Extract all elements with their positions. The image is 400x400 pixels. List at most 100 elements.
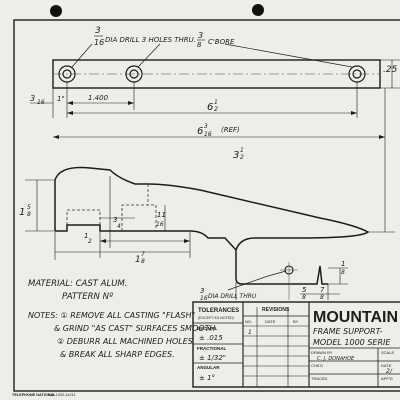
svg-text:16: 16 [200, 295, 208, 302]
svg-text:(REF): (REF) [221, 126, 240, 134]
model-name: MODEL 1000 SERIE [313, 338, 391, 347]
svg-text:7: 7 [320, 286, 325, 294]
side-view-base [55, 224, 237, 251]
callout-den: 16 [94, 38, 104, 47]
dim-notch: 3 4 [113, 216, 121, 230]
hole-1 [62, 69, 72, 79]
part-name: FRAME SUPPORT- [313, 327, 382, 336]
svg-text:1: 1 [19, 207, 25, 218]
svg-text:NO. 1000-4x211: NO. 1000-4x211 [48, 393, 76, 397]
svg-text:3: 3 [200, 287, 204, 295]
svg-text:TOLERANCES: TOLERANCES [198, 308, 239, 314]
svg-text:TRACED: TRACED [311, 376, 328, 381]
svg-text:(EXCEPT AS NOTED): (EXCEPT AS NOTED) [198, 316, 234, 320]
svg-text:1: 1 [341, 260, 345, 268]
svg-text:8: 8 [320, 294, 324, 301]
binder-hole-right [252, 4, 264, 16]
hole-callout: 3 16 DIA DRILL 3 HOLES THRU. 3 8 C'BORE [94, 26, 235, 49]
svg-text:3: 3 [30, 94, 35, 103]
title-block [192, 301, 400, 388]
callout-cbore: C'BORE [208, 38, 235, 46]
svg-text:2: 2 [88, 238, 92, 245]
svg-text:BY: BY [293, 319, 299, 324]
svg-text:1: 1 [135, 255, 141, 265]
svg-text:11: 11 [157, 211, 166, 219]
note-line-1: NOTES: ① REMOVE ALL CASTING "FLASH" [28, 311, 195, 320]
top-view [52, 43, 400, 118]
callout-num: 3 [95, 26, 101, 36]
svg-text:16: 16 [156, 221, 164, 228]
note-line-3: ② DEBURR ALL MACHINED HOLES [57, 337, 193, 346]
dim-left-height: 1 5 8 [19, 204, 31, 218]
side-view-profile [54, 166, 370, 285]
hole-2 [129, 69, 139, 79]
svg-text:3: 3 [113, 216, 117, 224]
svg-text:2/: 2/ [386, 368, 393, 375]
tolerances-block: TOLERANCES (EXCEPT AS NOTED) DECIMAL ± .… [197, 308, 239, 382]
sheet-border [13, 19, 400, 392]
svg-text:TELEPHONE NATIONAL: TELEPHONE NATIONAL [12, 393, 56, 397]
dim-left-offset: 3 16 [30, 94, 45, 106]
dim-six-half: 6 1 2 [207, 99, 218, 113]
title-block-text: MOUNTAIN FRAME SUPPORT- MODEL 1000 SERIE… [311, 309, 398, 381]
dim-half-depth: 1 2 [84, 232, 92, 245]
dim-rise: 11 16 [156, 211, 166, 228]
hidden-hole-1 [66, 209, 101, 225]
svg-text:NO.: NO. [245, 319, 252, 324]
brand-name: MOUNTAIN [313, 309, 398, 326]
svg-text:± .015: ± .015 [199, 334, 223, 342]
notes: MATERIAL: CAST ALUM. PATTERN Nº NOTES: ①… [28, 279, 215, 359]
svg-text:16: 16 [204, 131, 212, 138]
svg-text:8: 8 [341, 269, 345, 276]
svg-text:REVISIONS: REVISIONS [262, 307, 290, 313]
svg-text:APP'D: APP'D [381, 376, 393, 381]
dim-half-mark: 1" [57, 95, 65, 103]
svg-text:8: 8 [27, 211, 31, 218]
side-view [25, 166, 395, 300]
revisions-block: REVISIONS NO. DATE BY 1 [245, 307, 299, 336]
dim-center: 5 8 7 8 [302, 286, 325, 301]
svg-text:6: 6 [197, 126, 203, 137]
binder-hole-left [50, 5, 62, 17]
svg-text:± 1°: ± 1° [199, 374, 215, 382]
note-line-4: & BREAK ALL SHARP EDGES. [60, 350, 175, 359]
svg-text:1: 1 [214, 99, 218, 106]
svg-text:5: 5 [302, 286, 307, 294]
material-note: MATERIAL: CAST ALUM. [28, 279, 127, 289]
dim-three-half: 3 1 2 [233, 147, 244, 161]
top-dimensions [30, 88, 386, 232]
svg-text:DECIMAL: DECIMAL [197, 326, 218, 331]
dim-base-width: 1 7 8 [135, 251, 145, 265]
callout-num-2: 3 [198, 31, 203, 40]
svg-text:DIA DRILL THRU: DIA DRILL THRU [208, 293, 257, 300]
svg-text:3: 3 [233, 150, 239, 161]
note-line-2: & GRIND "AS CAST" SURFACES SMOOTH [54, 324, 215, 333]
svg-text:CHK'D: CHK'D [311, 363, 323, 368]
svg-text:ANGULAR: ANGULAR [197, 365, 220, 370]
svg-text:6: 6 [207, 102, 213, 113]
svg-text:± 1/32": ± 1/32" [199, 354, 226, 362]
svg-text:1: 1 [240, 147, 244, 154]
drawn-by: C. J. DONAHOE [317, 356, 355, 362]
svg-text:DATE: DATE [381, 363, 392, 368]
svg-text:3: 3 [204, 123, 208, 130]
paper-footer: TELEPHONE NATIONAL NO. 1000-4x211 [12, 393, 76, 397]
svg-text:2: 2 [240, 154, 244, 161]
dim-spacing: 1.400 [88, 94, 109, 102]
svg-text:DATE: DATE [265, 319, 276, 324]
dim-top-height: .25 [383, 65, 398, 75]
svg-text:SCALE: SCALE [381, 350, 394, 355]
bottom-drill-callout: 3 16 DIA DRILL THRU [200, 287, 257, 302]
svg-text:8: 8 [141, 258, 145, 265]
svg-text:7: 7 [141, 251, 145, 258]
svg-text:DRAWN BY: DRAWN BY [311, 350, 333, 355]
svg-text:FRACTIONAL: FRACTIONAL [197, 346, 226, 351]
svg-text:4: 4 [117, 223, 121, 230]
svg-text:16: 16 [37, 99, 45, 106]
hole-3 [352, 69, 362, 79]
svg-text:1: 1 [84, 232, 88, 240]
callout-den-2: 8 [197, 41, 202, 49]
svg-text:1: 1 [248, 329, 252, 336]
pattern-note: PATTERN Nº [62, 292, 113, 302]
